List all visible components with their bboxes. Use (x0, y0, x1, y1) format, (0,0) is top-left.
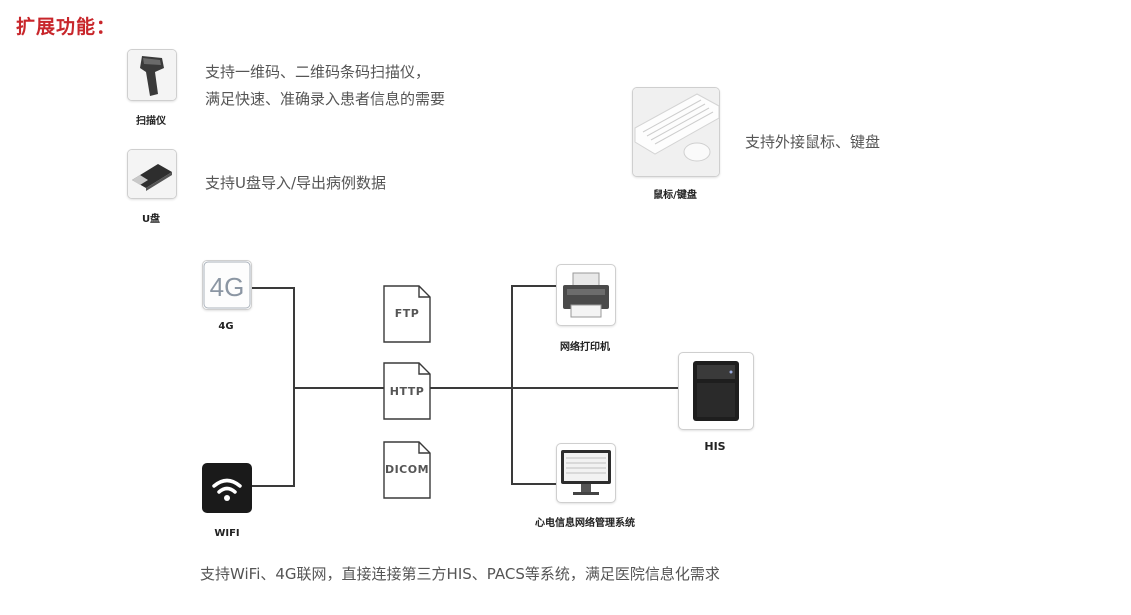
protocol-ftp: FTP (383, 285, 431, 343)
scanner-description-line-2: 满足快速、准确录入患者信息的需要 (205, 90, 446, 108)
mouse-keyboard-icon (632, 87, 720, 177)
protocol-dicom: DICOM (383, 441, 431, 499)
4g-icon: 4G (202, 260, 252, 310)
4g-icon-text: 4G (210, 272, 245, 302)
ecg-system-caption: 心电信息网络管理系统 (535, 518, 635, 529)
protocol-ftp-label: FTP (394, 307, 420, 320)
protocol-http: HTTP (383, 362, 431, 420)
usb-description: 支持U盘导入/导出病例数据 (205, 174, 387, 192)
scanner-description-line-1: 支持一维码、二维码条码扫描仪， (205, 63, 431, 81)
usb-drive-icon (127, 149, 177, 199)
scanner-icon (127, 49, 177, 101)
mouse-keyboard-caption: 鼠标/键盘 (653, 190, 697, 201)
scanner-description: 支持一维码、二维码条码扫描仪， 满足快速、准确录入患者信息的需要 (205, 59, 445, 113)
protocol-http-label: HTTP (389, 385, 425, 398)
protocol-dicom-label: DICOM (384, 463, 430, 476)
4g-caption: 4G (218, 321, 234, 332)
wifi-icon (202, 463, 252, 513)
footer-text: 支持WiFi、4G联网，直接连接第三方HIS、PACS等系统，满足医院信息化需求 (200, 565, 720, 583)
line-4g (251, 287, 295, 388)
wifi-caption: WIFI (214, 528, 240, 539)
mouse-keyboard-description: 支持外接鼠标、键盘 (745, 133, 881, 151)
scanner-caption: 扫描仪 (136, 116, 166, 127)
printer-icon (556, 264, 616, 326)
monitor-icon (556, 443, 616, 503)
line-wifi (251, 388, 295, 487)
his-caption: HIS (704, 440, 726, 453)
his-server-icon (678, 352, 754, 430)
printer-caption: 网络打印机 (560, 342, 610, 353)
line-printer (511, 285, 556, 485)
section-title: 扩展功能： (16, 16, 117, 38)
usb-caption: U盘 (141, 214, 161, 225)
